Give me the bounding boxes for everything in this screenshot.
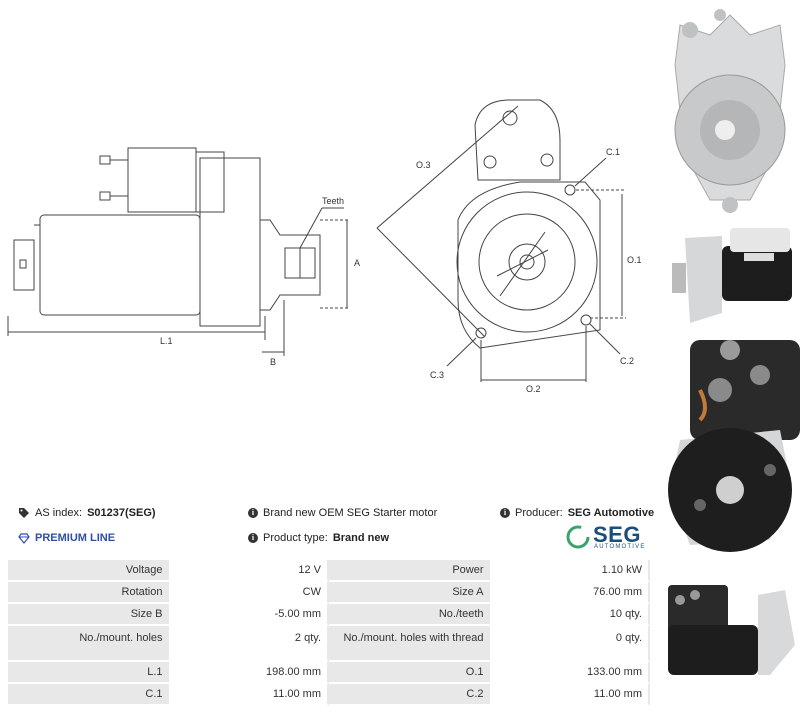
label-a: A bbox=[354, 258, 361, 268]
table-row: No./mount. holes 2 qty. No./mount. holes… bbox=[8, 626, 650, 662]
product-type: i Product type: Brand new bbox=[248, 532, 389, 544]
spec-key: Size A bbox=[329, 582, 490, 604]
photo-rear-view[interactable] bbox=[660, 330, 800, 570]
solenoid-cap bbox=[195, 151, 225, 213]
label-teeth: Teeth bbox=[322, 196, 345, 206]
info-icon: i bbox=[248, 533, 258, 543]
spec-key: No./mount. holes bbox=[8, 626, 169, 662]
premium-line-label: PREMIUM LINE bbox=[35, 532, 116, 544]
logo-brand: SEG bbox=[593, 522, 641, 547]
producer: i Producer: SEG Automotive bbox=[500, 507, 654, 519]
product-type-label: Product type: bbox=[263, 532, 328, 544]
spec-key: C.1 bbox=[8, 684, 169, 706]
label-c2: C.2 bbox=[620, 356, 635, 366]
description: i Brand new OEM SEG Starter motor bbox=[248, 507, 437, 519]
table-row: Size B -5.00 mm No./teeth 10 qty. bbox=[8, 604, 650, 626]
tag-icon bbox=[19, 508, 29, 518]
table-row: L.1 198.00 mm O.1 133.00 mm bbox=[8, 662, 650, 684]
product-type-value: Brand new bbox=[332, 532, 390, 544]
diamond-icon bbox=[18, 532, 30, 544]
spec-key: C.2 bbox=[329, 684, 490, 706]
table-row: Voltage 12 V Power 1.10 kW bbox=[8, 560, 650, 582]
logo-sub: AUTOMOTIVE bbox=[594, 544, 646, 550]
spec-value: 0 qty. bbox=[489, 626, 650, 662]
spec-key: O.1 bbox=[329, 662, 490, 684]
description-text: Brand new OEM SEG Starter motor bbox=[263, 507, 438, 519]
spec-table: Voltage 12 V Power 1.10 kW Rotation CW S… bbox=[8, 560, 650, 706]
spec-key: No./mount. holes with thread bbox=[329, 626, 490, 662]
as-index-label: AS index: bbox=[35, 507, 83, 519]
label-l1: L.1 bbox=[160, 336, 173, 346]
label-o1: O.1 bbox=[627, 255, 642, 265]
premium-line: PREMIUM LINE bbox=[18, 532, 115, 544]
spec-value: 11.00 mm bbox=[168, 684, 329, 706]
photo-angle-view[interactable] bbox=[660, 575, 800, 685]
label-b: B bbox=[270, 357, 277, 367]
seg-ring-icon bbox=[566, 525, 590, 549]
table-row: Rotation CW Size A 76.00 mm bbox=[8, 582, 650, 604]
label-c3: C.3 bbox=[430, 370, 445, 380]
photo-side-view[interactable] bbox=[660, 218, 800, 328]
spec-value: 11.00 mm bbox=[489, 684, 650, 706]
spec-key: Power bbox=[329, 560, 490, 582]
solenoid-outline bbox=[127, 147, 197, 213]
spec-key: Size B bbox=[8, 604, 169, 626]
spec-value: 10 qty. bbox=[489, 604, 650, 626]
photo-front-view[interactable] bbox=[660, 5, 800, 220]
label-o2: O.2 bbox=[526, 384, 541, 394]
as-index: AS index: S01237(SEG) bbox=[18, 507, 156, 519]
info-icon: i bbox=[500, 508, 510, 518]
spec-value: CW bbox=[168, 582, 329, 604]
end-view-ear bbox=[474, 99, 561, 181]
label-c1: C.1 bbox=[606, 147, 621, 157]
spec-value: 133.00 mm bbox=[489, 662, 650, 684]
spec-value: 198.00 mm bbox=[168, 662, 329, 684]
spec-key: No./teeth bbox=[329, 604, 490, 626]
label-o3: O.3 bbox=[416, 160, 431, 170]
seg-logo: SEG AUTOMOTIVE bbox=[565, 522, 650, 554]
producer-value: SEG Automotive bbox=[567, 507, 655, 519]
spec-key: L.1 bbox=[8, 662, 169, 684]
spec-key: Rotation bbox=[8, 582, 169, 604]
spec-value: 12 V bbox=[168, 560, 329, 582]
producer-label: Producer: bbox=[515, 507, 563, 519]
technical-drawing: Teeth A B L.1 O.3 C.1 O.1 C.2 C.3 O.2 bbox=[7, 99, 642, 394]
spec-value: 76.00 mm bbox=[489, 582, 650, 604]
spec-value: -5.00 mm bbox=[168, 604, 329, 626]
starter-motor-drawing bbox=[7, 99, 626, 382]
drive-housing-outline bbox=[199, 157, 261, 327]
spec-value: 2 qty. bbox=[168, 626, 329, 662]
as-index-value: S01237(SEG) bbox=[87, 507, 156, 519]
end-view-flange bbox=[457, 181, 601, 349]
spec-key: Voltage bbox=[8, 560, 169, 582]
spec-value: 1.10 kW bbox=[489, 560, 650, 582]
motor-body-outline bbox=[39, 214, 201, 316]
product-photos bbox=[660, 0, 800, 720]
table-row: C.1 11.00 mm C.2 11.00 mm bbox=[8, 684, 650, 706]
info-icon: i bbox=[248, 508, 258, 518]
